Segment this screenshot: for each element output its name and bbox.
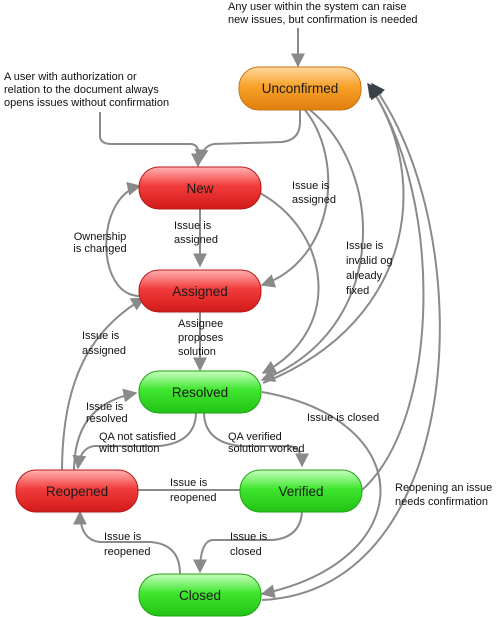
note-invalid-fixed-line: fixed — [346, 285, 369, 297]
note-closed-reopened-line: reopened — [104, 546, 151, 558]
note-unconfirmed-assigned: Issue is assigned — [292, 180, 336, 206]
note-qa-not-satisfied-line: QA not satisfied — [99, 431, 176, 443]
note-assignee-proposes-line: solution — [178, 346, 216, 358]
note-assignee-proposes-line: Assignee — [178, 318, 223, 330]
note-new-assigned: Issue is assigned — [174, 220, 218, 246]
edge-assigned-new — [105, 181, 142, 297]
node-resolved[interactable]: Resolved — [138, 370, 262, 414]
note-qa-not-satisfied-line: with solution — [98, 443, 160, 455]
edge-unconfirmed-new — [194, 110, 301, 164]
edge-resolved-reopened — [72, 411, 197, 470]
note-resolved-closed-line: Issue is closed — [307, 412, 379, 424]
state-label-new: New — [186, 181, 213, 196]
note-reopen-needs-confirmation: Reopening an issue needs confirmation — [395, 482, 492, 508]
note-resolved-closed: Issue is closed — [307, 412, 379, 424]
note-verified-closed: Issue is closed — [230, 531, 268, 558]
note-authorized-user-line: relation to the document always — [4, 84, 159, 96]
state-label-verified: Verified — [278, 484, 323, 499]
node-unconfirmed[interactable]: Unconfirmed — [238, 66, 362, 111]
edge-new-resolved — [257, 191, 320, 374]
note-verified-closed-line: Issue is — [230, 531, 268, 543]
note-qa-verified-line: solution worked — [228, 443, 304, 455]
note-reopened-assigned-line: Issue is — [82, 330, 120, 342]
node-assigned[interactable]: Assigned — [138, 269, 262, 313]
note-verified-reopened-line: reopened — [170, 492, 217, 504]
edge-verified-unconfirmed — [361, 84, 425, 491]
edge-unconfirmed-resolved — [260, 109, 364, 382]
state-label-assigned: Assigned — [172, 284, 228, 299]
note-authorized-user-line: A user with authorization or — [4, 71, 137, 83]
edges-to-unconfirmed — [261, 82, 441, 601]
note-invalid-fixed: Issue is invalid og already fixed — [346, 240, 392, 297]
edge-entry-new — [99, 112, 205, 168]
note-new-assigned-line: Issue is — [174, 220, 212, 232]
note-closed-reopened: Issue is reopened — [104, 531, 151, 558]
note-any-user-line: new issues, but confirmation is needed — [228, 14, 418, 26]
note-authorized-user-line: opens issues without confirmation — [4, 97, 169, 109]
note-reopen-needs-confirmation-line: Reopening an issue — [395, 482, 492, 494]
note-any-user-line: Any user within the system can raise — [228, 1, 407, 13]
edge-resolved-closed — [260, 391, 382, 599]
node-reopened[interactable]: Reopened — [15, 469, 139, 513]
note-new-assigned-line: assigned — [174, 234, 218, 246]
state-label-unconfirmed: Unconfirmed — [262, 81, 339, 96]
note-assignee-proposes: Assignee proposes solution — [178, 318, 224, 358]
edge-resolved-unconfirmed — [262, 82, 405, 384]
state-label-closed: Closed — [179, 588, 221, 603]
note-reopened-resolved-line: Issue is — [86, 401, 124, 413]
note-assignee-proposes-line: proposes — [178, 332, 224, 344]
edge-closed-unconfirmed — [261, 82, 441, 601]
note-verified-reopened: Issue is reopened — [170, 477, 217, 504]
edge-verified-closed — [193, 511, 303, 574]
note-ownership-changed-line: Ownership — [74, 231, 127, 243]
edge-unconfirmed-assigned — [260, 109, 330, 288]
note-reopen-needs-confirmation-line: needs confirmation — [395, 496, 488, 508]
note-invalid-fixed-line: Issue is — [346, 240, 384, 252]
note-qa-verified-line: QA verified — [228, 431, 282, 443]
edges — [61, 28, 382, 599]
note-reopened-resolved-line: resolved — [86, 413, 128, 425]
state-label-reopened: Reopened — [46, 484, 108, 499]
note-verified-reopened-line: Issue is — [170, 477, 208, 489]
edge-resolved-verified — [203, 411, 309, 468]
note-reopened-assigned-line: assigned — [82, 345, 126, 357]
note-reopened-assigned: Issue is assigned — [82, 330, 126, 357]
node-new[interactable]: New — [138, 166, 262, 210]
node-verified[interactable]: Verified — [239, 469, 363, 513]
note-closed-reopened-line: Issue is — [104, 531, 142, 543]
note-unconfirmed-assigned-line: assigned — [292, 194, 336, 206]
node-closed[interactable]: Closed — [138, 573, 262, 617]
note-invalid-fixed-line: already — [346, 270, 383, 282]
state-label-resolved: Resolved — [172, 385, 228, 400]
note-ownership-changed-line: is changed — [73, 243, 126, 255]
edge-reopened-assigned — [61, 297, 146, 473]
edge-closed-reopened — [73, 510, 181, 575]
note-verified-closed-line: closed — [230, 546, 262, 558]
note-invalid-fixed-line: invalid og — [346, 255, 392, 267]
note-unconfirmed-assigned-line: Issue is — [292, 180, 330, 192]
